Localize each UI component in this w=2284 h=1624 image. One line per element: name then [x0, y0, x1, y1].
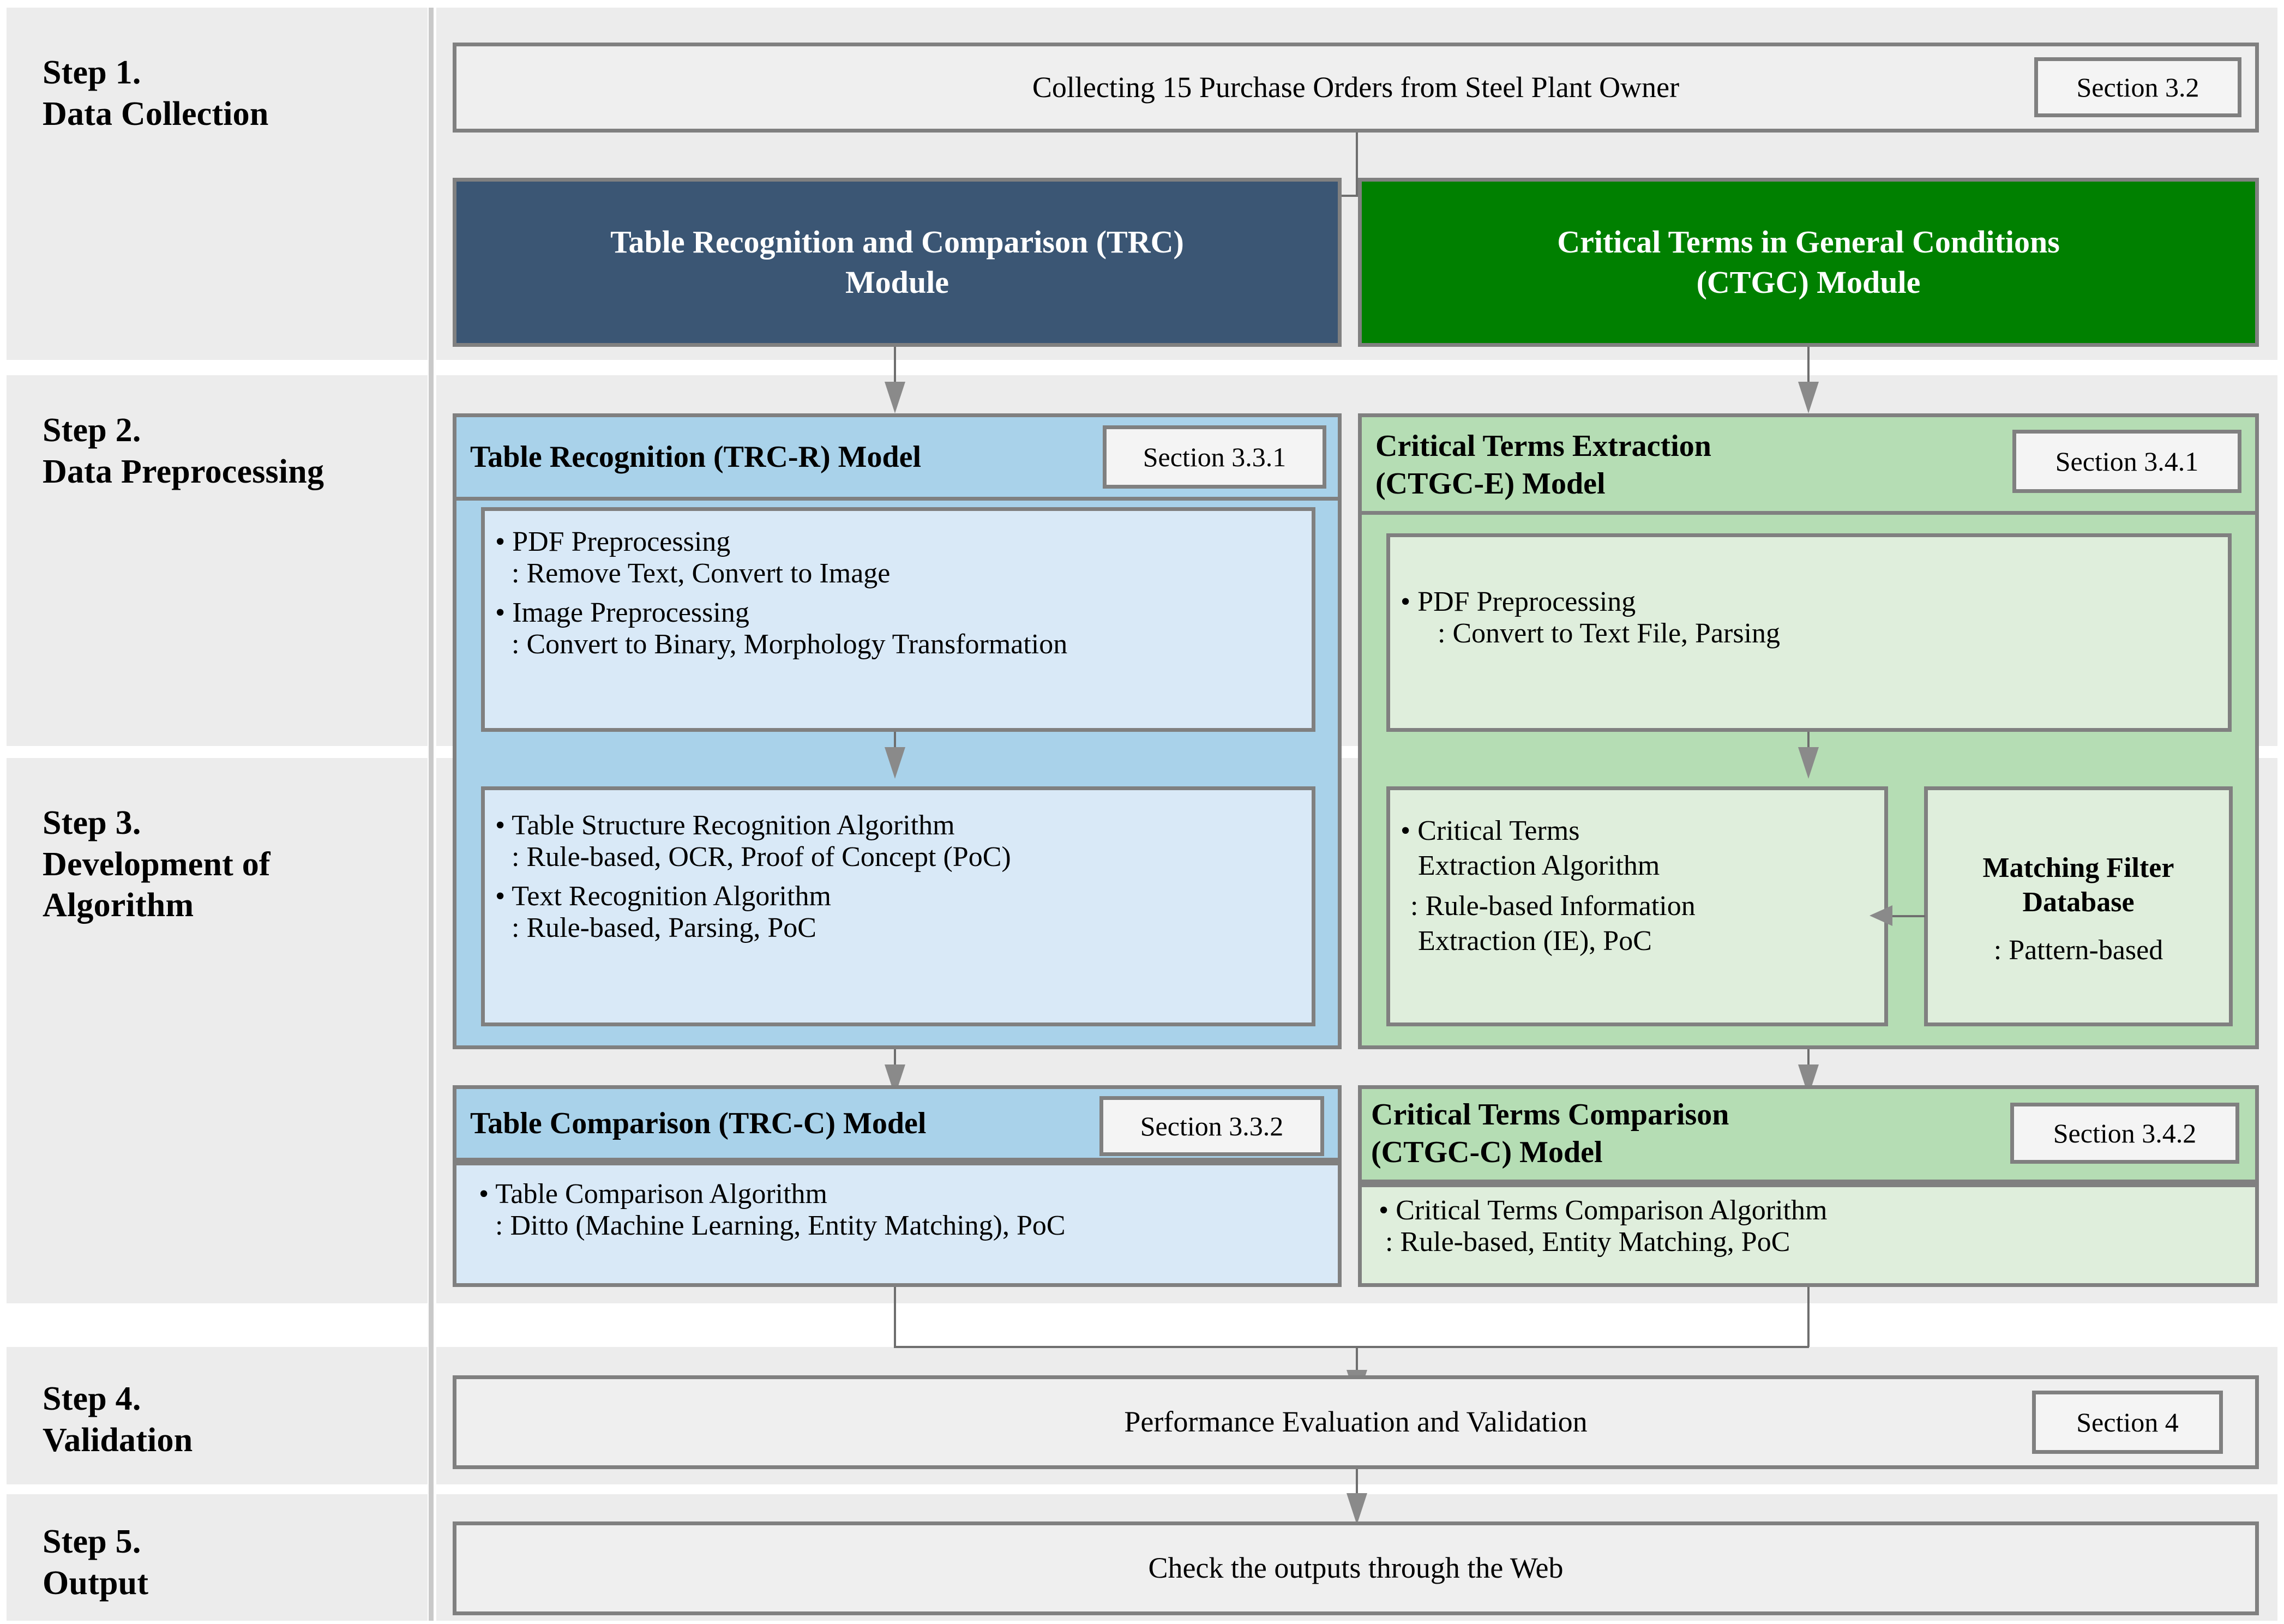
step-label-2: Step 2. Data Preprocessing	[43, 412, 324, 490]
section-tag-4: Section 4	[2032, 1391, 2223, 1454]
connector-validation-to-output	[1356, 1469, 1358, 1496]
list-item: • Text Recognition Algorithm	[495, 881, 831, 912]
ctgc-c-title: Critical Terms Comparison (CTGC-C) Model	[1371, 1098, 1729, 1170]
collecting-orders-title: Collecting 15 Purchase Orders from Steel…	[1032, 70, 1680, 104]
ctgc-c-algorithm-list: • Critical Terms Comparison Algorithm : …	[1379, 1196, 2240, 1267]
list-item: • Critical Terms	[1401, 815, 1580, 846]
ctgc-e-extraction-list: • Critical Terms Extraction Algorithm : …	[1401, 817, 1880, 966]
ctgc-module-title: Critical Terms in General Conditions (CT…	[1557, 224, 2060, 300]
list-item: • PDF Preprocessing	[1401, 586, 1636, 617]
section-tag-3-3-2: Section 3.3.2	[1099, 1096, 1324, 1156]
ctgc-e-title: Critical Terms Extraction (CTGC-E) Model	[1375, 429, 1711, 501]
list-item-detail: : Rule-based, OCR, Proof of Concept (PoC…	[512, 841, 1011, 873]
column-divider	[429, 8, 434, 1621]
list-item-detail: : Convert to Binary, Morphology Transfor…	[512, 629, 1068, 660]
matching-filter-database-box	[1924, 786, 2233, 1026]
band-step5-left	[7, 1494, 428, 1621]
arrow-trc-to-trcr	[885, 382, 905, 413]
ctgc-module-box: Critical Terms in General Conditions (CT…	[1358, 178, 2259, 347]
arrow-db-to-extraction	[1870, 905, 1892, 926]
connector-trcr-block1-block2	[894, 732, 896, 750]
connector-trcr-to-trcc	[894, 1049, 896, 1068]
list-item: • Critical Terms Comparison Algorithm	[1379, 1195, 1828, 1226]
list-item-detail-continued: Extraction (IE), PoC	[1418, 925, 1652, 957]
trc-c-algorithm-block	[453, 1162, 1342, 1287]
output-box: Check the outputs through the Web	[453, 1521, 2259, 1615]
step-label-1: Step 1. Data Collection	[43, 54, 269, 133]
arrow-ctgce-block1-block2	[1798, 747, 1819, 779]
band-step3-left	[7, 758, 428, 1303]
connector-trc-to-trcr	[894, 347, 896, 383]
list-item-detail: : Rule-based Information	[1410, 891, 1696, 922]
matching-filter-database-detail: : Pattern-based	[1993, 934, 2163, 966]
connector-merge-horizontal	[894, 1346, 1809, 1348]
validation-box: Performance Evaluation and Validation	[453, 1375, 2259, 1469]
step-label-4: Step 4. Validation	[43, 1380, 193, 1459]
matching-filter-database-title: Matching Filter Database	[1982, 852, 2174, 918]
list-item-detail: : Convert to Text File, Parsing	[1438, 618, 1781, 649]
arrow-ctgc-to-ctgce	[1798, 382, 1819, 413]
list-item-detail: : Ditto (Machine Learning, Entity Matchi…	[495, 1210, 1066, 1241]
step-label-5: Step 5. Output	[43, 1523, 149, 1602]
trc-r-algorithm-list: • Table Structure Recognition Algorithm …	[495, 811, 1302, 953]
section-tag-3-4-2: Section 3.4.2	[2010, 1103, 2239, 1164]
connector-trcc-down	[894, 1287, 896, 1347]
list-item-detail: : Remove Text, Convert to Image	[512, 558, 891, 589]
section-tag-3-2: Section 3.2	[2034, 57, 2241, 117]
section-tag-3-4-1: Section 3.4.1	[2012, 430, 2241, 493]
connector-ctgc-to-ctgce	[1807, 347, 1810, 383]
step-label-3: Step 3. Development of Algorithm	[43, 804, 271, 924]
connector-merge-down	[1356, 1346, 1358, 1373]
matching-filter-database-content: Matching Filter Database : Pattern-based	[1924, 851, 2233, 976]
ctgc-e-preprocessing-block	[1386, 533, 2232, 732]
arrow-trcr-block1-block2	[885, 747, 905, 779]
ctgc-e-extraction-block	[1386, 786, 1888, 1026]
ctgc-c-algorithm-block	[1358, 1183, 2259, 1287]
validation-title: Performance Evaluation and Validation	[1124, 1405, 1588, 1439]
trc-r-algorithm-block	[481, 786, 1315, 1026]
arrow-to-output	[1347, 1493, 1367, 1525]
connector-collect-down	[1356, 133, 1358, 196]
collecting-orders-box: Collecting 15 Purchase Orders from Steel…	[453, 43, 2259, 133]
connector-db-to-extraction	[1892, 915, 1925, 917]
trc-r-title: Table Recognition (TRC-R) Model	[470, 440, 922, 474]
band-step4-left	[7, 1347, 428, 1484]
connector-ctgcc-down	[1807, 1287, 1810, 1347]
band-step2-left	[7, 375, 428, 746]
band-step1-left	[7, 8, 428, 360]
trc-module-title: Table Recognition and Comparison (TRC) M…	[610, 224, 1184, 300]
list-item: • PDF Preprocessing	[495, 526, 731, 557]
ctgc-e-preprocessing-list: • PDF Preprocessing : Convert to Text Fi…	[1401, 588, 2219, 659]
trc-r-preprocessing-block	[481, 507, 1315, 732]
connector-ctgce-block1-block2	[1807, 732, 1810, 750]
output-title: Check the outputs through the Web	[1148, 1551, 1564, 1585]
trc-r-preprocessing-list: • PDF Preprocessing : Remove Text, Conve…	[495, 528, 1302, 670]
list-item-detail: : Rule-based, Parsing, PoC	[512, 912, 816, 943]
list-item: • Table Structure Recognition Algorithm	[495, 810, 955, 841]
list-item: • Image Preprocessing	[495, 597, 749, 628]
trc-c-algorithm-list: • Table Comparison Algorithm : Ditto (Ma…	[479, 1180, 1330, 1251]
section-tag-3-3-1: Section 3.3.1	[1103, 425, 1326, 489]
list-item-detail: : Rule-based, Entity Matching, PoC	[1385, 1226, 1790, 1258]
connector-ctgce-to-ctgcc	[1807, 1049, 1810, 1068]
list-item: • Table Comparison Algorithm	[479, 1178, 828, 1210]
connector-split-horizontal	[894, 195, 1821, 197]
list-item-continued: Extraction Algorithm	[1418, 850, 1660, 881]
trc-c-title: Table Comparison (TRC-C) Model	[470, 1106, 927, 1140]
trc-module-box: Table Recognition and Comparison (TRC) M…	[453, 178, 1342, 347]
